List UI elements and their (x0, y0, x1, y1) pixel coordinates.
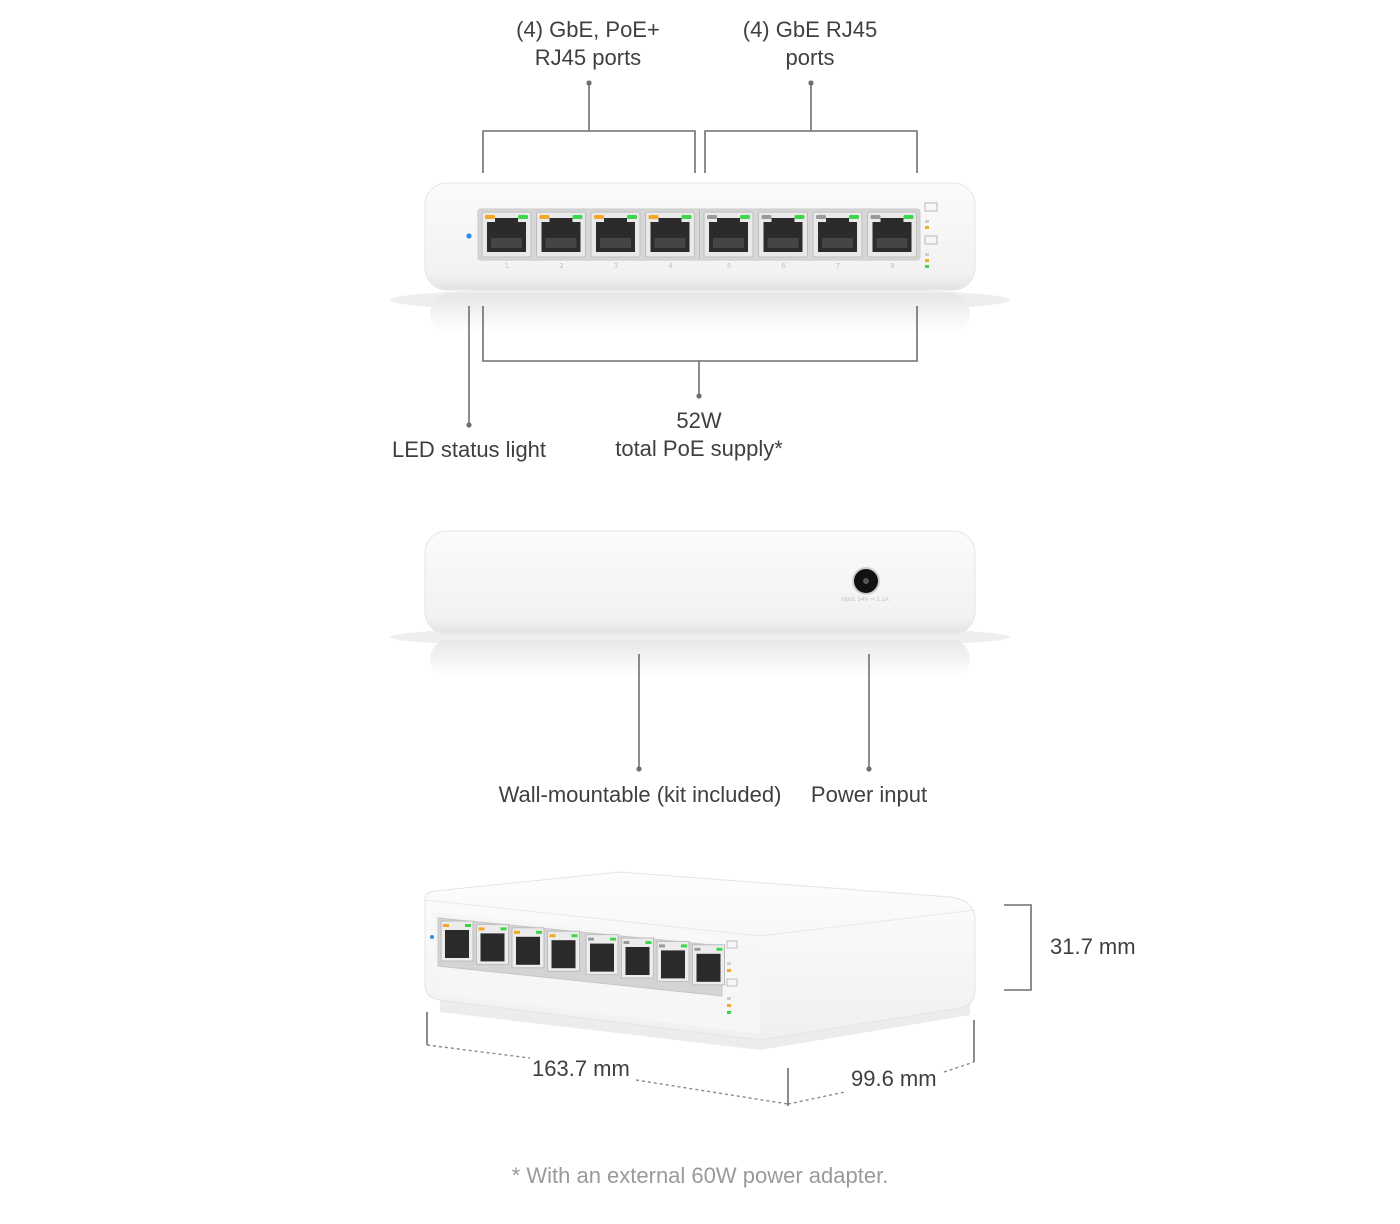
port-number: 5 (726, 262, 732, 270)
switch-perspective-view (424, 871, 976, 1050)
switch-back-view (390, 530, 1010, 678)
rj45-port-perspective (656, 940, 690, 982)
rj45-port (758, 211, 808, 258)
power-rating-text: Input: 54V ⎓ 1.1A (841, 597, 889, 603)
power-input-label: Power input (810, 782, 928, 807)
rj45-port-perspective (621, 937, 654, 979)
port-number: 2 (559, 262, 564, 270)
rj45-ports-bracket (704, 83, 918, 173)
port-number: 4 (668, 262, 673, 270)
status-led (466, 233, 472, 239)
rj45-port-perspective (511, 927, 545, 969)
port-number: 8 (890, 262, 895, 270)
rj45-port (590, 211, 641, 258)
rj45-ports-label: (4) GbE RJ45 ports (742, 17, 878, 70)
rj45-port (481, 211, 532, 258)
led-status-label: LED status light (391, 437, 547, 462)
rj45-port-perspective (692, 944, 725, 986)
rj45-port-perspective (476, 923, 509, 965)
depth-dimension: 99.6 mm (851, 1066, 937, 1091)
rj45-port (645, 211, 695, 258)
rj45-port (812, 211, 863, 258)
rj45-port-perspective (585, 934, 619, 976)
height-dimension: 31.7 mm (1050, 934, 1136, 959)
port-number: 7 (835, 262, 841, 270)
rj45-port (536, 211, 586, 258)
rj45-port-perspective (440, 920, 474, 962)
width-dimension: 163.7 mm (532, 1056, 630, 1081)
rj45-port (703, 211, 754, 258)
poe-supply-label: 52W total PoE supply* (615, 408, 783, 461)
switch-front-view (390, 182, 1010, 333)
poe-ports-label: (4) GbE, PoE+ RJ45 ports (516, 17, 660, 70)
port-number: 3 (613, 262, 619, 270)
port-number: 6 (781, 262, 786, 270)
port-number: 1 (504, 262, 510, 270)
rj45-port-perspective (547, 930, 580, 972)
wall-mountable-label: Wall-mountable (kit included) (498, 782, 782, 807)
poe-ports-bracket (482, 83, 696, 173)
rj45-port (867, 211, 917, 258)
footnote: * With an external 60W power adapter. (511, 1163, 889, 1188)
